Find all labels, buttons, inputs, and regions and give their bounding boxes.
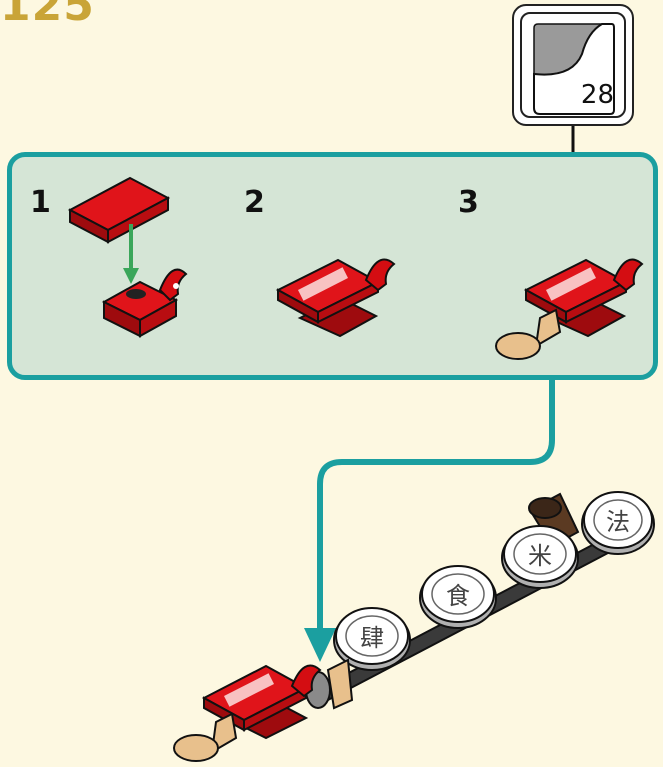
svg-text:米: 米	[528, 542, 552, 570]
red-holder-piece	[173, 664, 322, 762]
substep-3-number: 3	[458, 185, 479, 220]
sticker-card: 28	[512, 4, 634, 126]
clip-plate-piece	[101, 268, 188, 338]
placement-arrow	[304, 628, 336, 662]
step-number: 125	[0, 0, 95, 31]
green-down-arrow	[123, 224, 139, 284]
svg-text:肆: 肆	[360, 624, 384, 652]
coin-4: 法	[581, 491, 655, 555]
substep-2-number: 2	[244, 185, 265, 220]
tile-piece	[67, 176, 171, 244]
sub-assembly-connector	[317, 378, 555, 630]
sticker-frame	[520, 12, 626, 118]
coin-3: 米	[501, 525, 579, 589]
coin-1: 肆	[333, 607, 411, 671]
svg-text:食: 食	[446, 582, 470, 610]
sticker-quantity: 28	[580, 80, 614, 110]
assembly-step-3	[495, 258, 644, 360]
sticker-sheet-icon	[533, 23, 615, 115]
svg-text:法: 法	[606, 508, 630, 536]
coin-2: 食	[419, 565, 497, 629]
assembly-step-2	[275, 258, 396, 338]
substep-1-number: 1	[30, 185, 51, 220]
